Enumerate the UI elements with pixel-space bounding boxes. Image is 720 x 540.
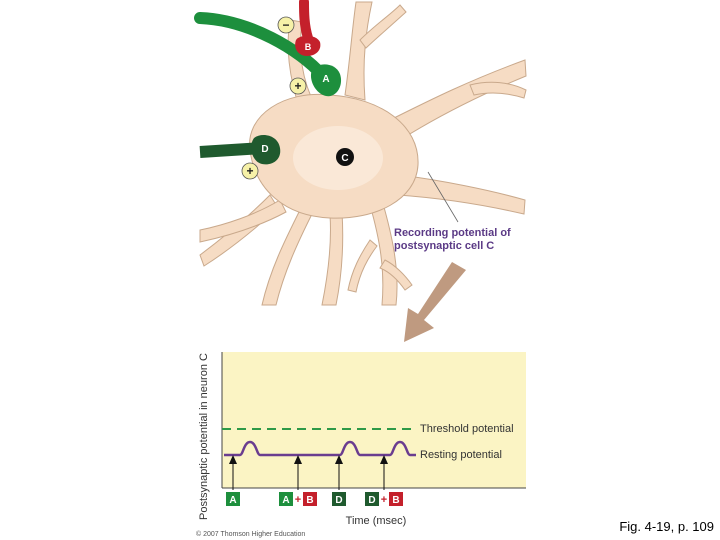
plus-sign-icon: + xyxy=(241,162,259,180)
graph-x-label: Time (msec) xyxy=(346,515,407,527)
graph-plot-area xyxy=(222,352,526,488)
svg-text:C: C xyxy=(341,153,348,164)
svg-text:B: B xyxy=(392,495,399,506)
svg-text:A: A xyxy=(282,495,289,506)
svg-text:−: − xyxy=(282,18,289,32)
neuron-b-label: B xyxy=(305,42,312,52)
plus-sign-icon: + xyxy=(289,77,307,95)
graph-y-label: Postsynaptic potential in neuron C xyxy=(198,353,210,520)
recording-label-line2: postsynaptic cell C xyxy=(394,240,494,252)
svg-text:D: D xyxy=(368,495,375,506)
neuron-b-axon xyxy=(299,0,313,43)
svg-text:+: + xyxy=(381,494,387,506)
figure-caption: Fig. 4-19, p. 109 xyxy=(619,519,714,534)
neuron-a-terminal xyxy=(310,64,342,97)
stimulus-label-d: D xyxy=(332,492,346,506)
minus-sign-icon: − xyxy=(277,16,295,34)
recording-label-line1: Recording potential of xyxy=(394,227,511,239)
neuron-d-label: D xyxy=(261,144,268,155)
svg-text:A: A xyxy=(229,495,236,506)
stimulus-label-a-plus-b: A + B xyxy=(279,492,317,506)
recording-arrow-icon xyxy=(404,262,466,342)
neuron-a-axon xyxy=(194,12,328,81)
stimulus-arrow-d-plus-b xyxy=(380,455,388,490)
stimulus-arrow-a xyxy=(229,455,237,490)
copyright-text: © 2007 Thomson Higher Education xyxy=(196,530,305,538)
svg-text:D: D xyxy=(335,495,342,506)
svg-text:B: B xyxy=(306,495,313,506)
svg-text:+: + xyxy=(246,164,253,178)
stimulus-label-a: A xyxy=(226,492,240,506)
svg-text:+: + xyxy=(295,494,301,506)
potential-graph: Threshold potential Resting potential A xyxy=(198,352,526,527)
stimulus-label-d-plus-b: D + B xyxy=(365,492,403,506)
threshold-label: Threshold potential xyxy=(420,423,514,435)
neuron-b-terminal xyxy=(295,35,321,56)
stimulus-arrow-a-plus-b xyxy=(294,455,302,490)
resting-potential-trace xyxy=(224,440,416,457)
svg-text:+: + xyxy=(294,79,301,93)
cell-c-badge: C xyxy=(336,148,354,166)
resting-label: Resting potential xyxy=(420,449,502,461)
neuron-a-label: A xyxy=(322,74,329,85)
stimulus-arrow-d xyxy=(335,455,343,490)
recording-leader-line xyxy=(427,171,459,223)
neuron-d-terminal xyxy=(251,135,281,165)
